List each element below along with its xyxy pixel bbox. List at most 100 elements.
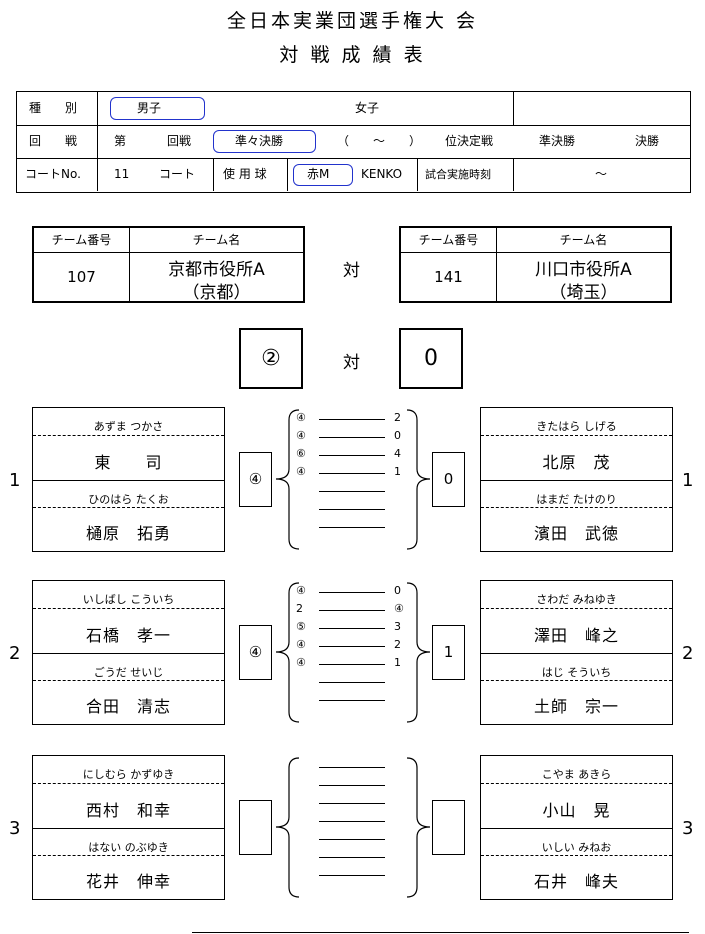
score-vs: 対 — [343, 353, 360, 373]
ball-red: 赤M — [307, 167, 330, 181]
right-brace — [406, 409, 431, 550]
match-right-score: 0 — [432, 452, 465, 507]
score-left: ② — [239, 328, 303, 389]
info-row-court: コートNo. 11 コート 使 用 球 赤M KENKO 試合実施時刻 ～ — [17, 158, 690, 191]
left-pair-box: いしばし こういち石橋 孝一ごうだ せいじ合田 清志 — [32, 580, 225, 725]
left-player1-name: 東 司 — [94, 453, 163, 472]
right-team-name-label: チーム名 — [559, 233, 608, 247]
left-brace — [275, 409, 300, 550]
match-left-score: ④ — [239, 452, 272, 507]
game-line — [319, 767, 385, 768]
title-line2: 対 戦 成 績 表 — [279, 44, 426, 66]
game-right-score: 1 — [394, 465, 401, 478]
game-line — [319, 821, 385, 822]
left-player1-name: 石橋 孝一 — [85, 626, 171, 645]
game-right-score: 2 — [394, 638, 401, 651]
game-left-score: ⑥ — [296, 447, 306, 460]
right-player2-name: 石井 峰夫 — [533, 872, 619, 891]
game-line — [319, 610, 385, 611]
men-oval — [110, 97, 205, 120]
right-team-box: チーム番号 チーム名 141 川口市役所A （埼玉） — [399, 226, 672, 303]
game-left-score: ④ — [296, 638, 306, 651]
title-line1: 全日本実業団選手権大 会 — [226, 10, 479, 32]
left-brace — [275, 582, 300, 723]
info-table: 種 別 男子 女子 回 戦 第 回戦 準々決勝 （ ～ ） 位決定戦 準決勝 決… — [16, 91, 691, 193]
left-team-box: チーム番号 チーム名 107 京都市役所A （京都） — [32, 226, 305, 303]
match-right-score: 1 — [432, 625, 465, 680]
game-right-score: 3 — [394, 620, 401, 633]
game-left-score: ④ — [296, 465, 306, 478]
game-line — [319, 527, 385, 528]
match-left-score: ④ — [239, 625, 272, 680]
right-player1-name: 小山 晃 — [542, 801, 611, 820]
game-left-score: ④ — [296, 411, 306, 424]
women-label: 女子 — [355, 101, 380, 115]
game-line — [319, 875, 385, 876]
kessho-label: 決勝 — [635, 134, 660, 148]
time-range: ～ — [595, 167, 608, 181]
match-number-left: 1 — [9, 470, 21, 491]
junkessho-label: 準決勝 — [539, 134, 576, 148]
ball-oval — [293, 164, 353, 186]
team-vs: 対 — [343, 261, 360, 281]
game-line — [319, 509, 385, 510]
left-team-name: 京都市役所A — [168, 260, 265, 280]
match-left-score — [239, 800, 272, 855]
ball-brand: KENKO — [361, 167, 403, 181]
court-no: 11 — [114, 167, 130, 181]
game-line — [319, 785, 385, 786]
kaisen-label: 回 戦 — [29, 134, 78, 148]
right-pair-box: さわだ みねゆき澤田 峰之はじ そういち土師 宗一 — [480, 580, 673, 725]
game-line — [319, 419, 385, 420]
right-team-no: 141 — [434, 268, 463, 286]
right-brace — [406, 582, 431, 723]
right-player1-kana: きたはら しげる — [536, 420, 617, 433]
left-team-no: 107 — [67, 268, 96, 286]
right-player2-kana: いしい みねお — [541, 841, 612, 854]
right-player1-name: 澤田 峰之 — [533, 626, 619, 645]
right-team-name: 川口市役所A — [535, 260, 632, 280]
game-line — [319, 700, 385, 701]
left-player2-name: 樋原 拓勇 — [85, 524, 171, 543]
right-player2-kana: はまだ たけのり — [536, 493, 617, 506]
right-player1-name: 北原 茂 — [542, 453, 611, 472]
left-player2-name: 合田 清志 — [85, 697, 171, 716]
left-player1-kana: あずま つかさ — [93, 420, 164, 433]
game-line — [319, 455, 385, 456]
time-label: 試合実施時刻 — [425, 168, 491, 181]
game-line — [319, 857, 385, 858]
kaisen-text: 回戦 — [167, 134, 192, 148]
left-player1-name: 西村 和幸 — [85, 801, 171, 820]
match-number-left: 3 — [9, 818, 21, 839]
left-brace — [275, 757, 300, 898]
right-player2-name: 濱田 武徳 — [533, 524, 619, 543]
right-brace — [406, 757, 431, 898]
left-team-no-label: チーム番号 — [51, 233, 112, 247]
court-label: コートNo. — [25, 167, 81, 181]
game-line — [319, 646, 385, 647]
info-row-shubetsu: 種 別 男子 女子 — [17, 92, 690, 126]
junjun-oval — [213, 130, 316, 153]
left-player1-kana: いしばし こういち — [82, 593, 175, 606]
right-player1-kana: さわだ みねゆき — [536, 593, 617, 606]
left-team-name-label: チーム名 — [192, 233, 241, 247]
right-team-pref: （埼玉） — [549, 283, 618, 303]
game-line — [319, 473, 385, 474]
game-left-score: ④ — [296, 656, 306, 669]
left-player1-kana: にしむら かずゆき — [82, 768, 175, 781]
match-right-score — [432, 800, 465, 855]
men-label: 男子 — [137, 101, 162, 115]
match-number-right: 2 — [682, 643, 694, 664]
game-line — [319, 803, 385, 804]
dai-label: 第 — [114, 134, 127, 148]
game-right-score: 4 — [394, 447, 401, 460]
left-player2-kana: ごうだ せいじ — [93, 666, 164, 679]
game-right-score: 0 — [394, 429, 401, 442]
left-team-pref: （京都） — [182, 283, 251, 303]
right-player2-name: 土師 宗一 — [533, 697, 619, 716]
left-player2-kana: はない のぶゆき — [88, 841, 169, 854]
left-player2-kana: ひのはら たくお — [88, 493, 169, 506]
range-label: （ ～ ） — [337, 134, 422, 148]
game-line — [319, 839, 385, 840]
info-row-kaisen: 回 戦 第 回戦 準々決勝 （ ～ ） 位決定戦 準決勝 決勝 — [17, 125, 690, 159]
